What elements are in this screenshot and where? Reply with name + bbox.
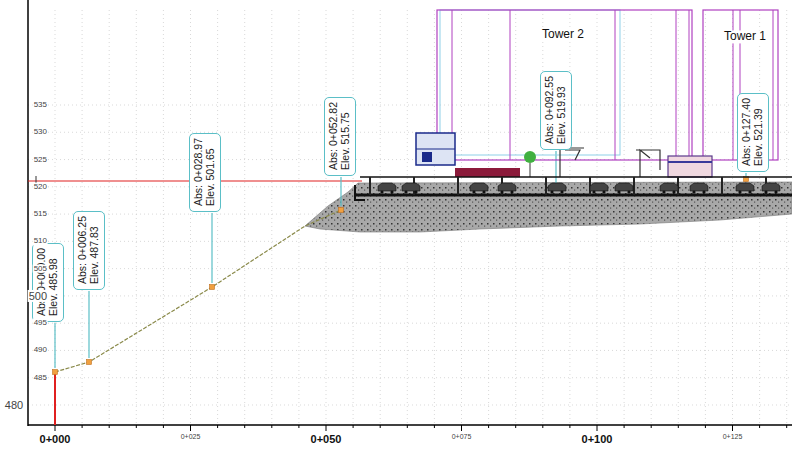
station-tick-label: 0+075 bbox=[451, 433, 473, 441]
tower-label: Tower 2 bbox=[541, 28, 585, 41]
station-elevation-text: Elev. 519.93 bbox=[555, 76, 567, 144]
station-elevation-text: Abs: 0+000.00 bbox=[35, 248, 47, 316]
elevation-tick-label: 485 bbox=[33, 373, 48, 382]
station-elevation-text: Abs: 0+006.25 bbox=[76, 216, 88, 284]
callout-text-block: Abs: 0+127.40Elev. 521.39 bbox=[740, 98, 764, 166]
station-elevation-text: Abs: 0+127.40 bbox=[740, 98, 752, 166]
elevation-tick-label: 495 bbox=[33, 319, 48, 328]
station-markers bbox=[53, 177, 749, 375]
elevation-tick-label: 500 bbox=[28, 290, 48, 302]
station-tick-label: 0+125 bbox=[722, 433, 744, 441]
station-elevation-text: Abs: 0+028.97 bbox=[192, 138, 204, 206]
station-tick-label: 0+050 bbox=[310, 433, 343, 445]
elevation-tick-label: 505 bbox=[33, 264, 48, 273]
elevation-callout: Abs: 0+000.00Elev. 485.98 bbox=[32, 243, 64, 322]
elevation-callout: Abs: 0+127.40Elev. 521.39 bbox=[737, 93, 769, 172]
station-tick-label: 0+000 bbox=[39, 433, 72, 445]
leader-lines bbox=[55, 151, 746, 368]
axis-line bbox=[28, 424, 792, 426]
podium-structure bbox=[355, 133, 792, 200]
elevation-tick-label: 490 bbox=[33, 346, 48, 355]
terrain-hatch bbox=[305, 182, 792, 232]
elevation-tick-label: 535 bbox=[33, 101, 48, 110]
profile-line bbox=[55, 210, 341, 372]
station-elevation-text: Abs: 0+052.82 bbox=[327, 102, 339, 170]
tower-label: Tower 1 bbox=[723, 30, 767, 43]
elevation-tick-label: 525 bbox=[33, 155, 48, 164]
elevation-tick-label: 530 bbox=[33, 128, 48, 137]
callout-text-block: Abs: 0+052.82Elev. 515.75 bbox=[327, 102, 351, 170]
axis-ticks bbox=[55, 425, 787, 431]
elevation-tick-label: 480 bbox=[4, 399, 24, 411]
station-elevation-text: Elev. 485.98 bbox=[47, 248, 59, 316]
elevation-callout: Abs: 0+092.55Elev. 519.93 bbox=[540, 71, 572, 150]
start-line bbox=[54, 372, 56, 425]
elevation-callout: Abs: 0+052.82Elev. 515.75 bbox=[324, 97, 356, 176]
station-elevation-text: Elev. 521.39 bbox=[752, 98, 764, 166]
elevation-tick-label: 510 bbox=[33, 237, 48, 246]
callout-text-block: Abs: 0+028.97Elev. 501.65 bbox=[192, 138, 216, 206]
station-elevation-text: Elev. 515.75 bbox=[339, 102, 351, 170]
elevation-tick-label: 515 bbox=[33, 210, 48, 219]
callout-text-block: Abs: 0+006.25Elev. 487.83 bbox=[76, 216, 100, 284]
callout-text-block: Abs: 0+000.00Elev. 485.98 bbox=[35, 248, 59, 316]
grid bbox=[28, 10, 792, 425]
station-tick-label: 0+100 bbox=[581, 433, 614, 445]
elevation-callout: Abs: 0+006.25Elev. 487.83 bbox=[73, 211, 105, 290]
callout-text-block: Abs: 0+092.55Elev. 519.93 bbox=[543, 76, 567, 144]
station-elevation-text: Elev. 487.83 bbox=[88, 216, 100, 284]
station-tick-label: 0+025 bbox=[180, 433, 202, 441]
axis-line bbox=[27, 0, 29, 426]
station-elevation-text: Elev. 501.65 bbox=[204, 138, 216, 206]
elevation-tick-label: 520 bbox=[33, 182, 48, 191]
elevation-callout: Abs: 0+028.97Elev. 501.65 bbox=[189, 133, 221, 212]
tower-outlines bbox=[437, 10, 778, 160]
station-elevation-text: Abs: 0+092.55 bbox=[543, 76, 555, 144]
